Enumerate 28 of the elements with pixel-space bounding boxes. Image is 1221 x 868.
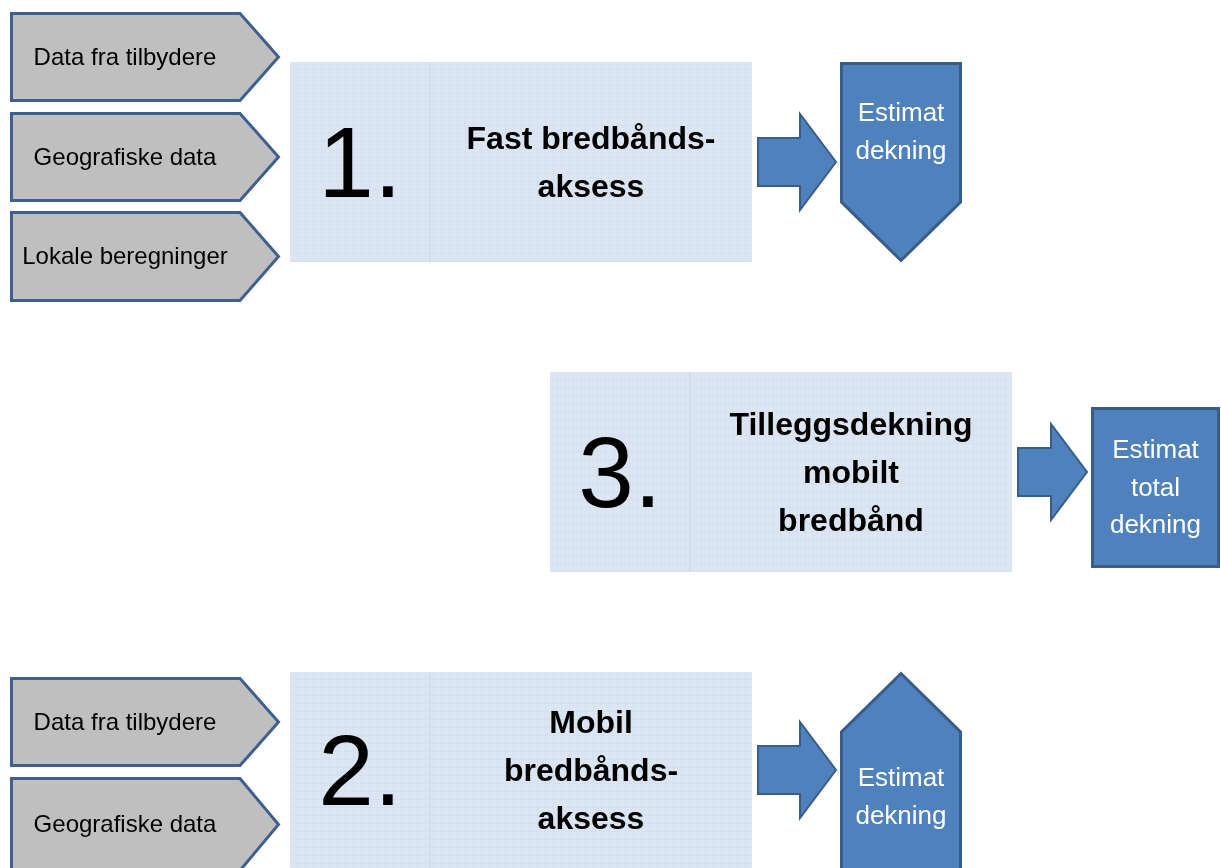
input-tag <box>10 12 280 102</box>
input-tag <box>10 777 280 868</box>
result-pentagon <box>840 672 962 868</box>
input-label: Geografiske data <box>33 809 217 840</box>
input-label: Data fra tilbydere <box>33 706 217 737</box>
step-number: 1. <box>318 112 402 212</box>
input-tag <box>10 677 280 767</box>
step-title: Tilleggsdekning mobilt bredbånd <box>728 405 974 540</box>
block-arrow <box>757 111 838 213</box>
result-label: Estimat dekning <box>854 96 948 167</box>
input-tag <box>10 211 280 302</box>
result-label: Estimat total dekning <box>1108 432 1203 542</box>
result-pentagon <box>840 62 962 262</box>
block-arrow <box>757 719 838 821</box>
step-title: Fast bredbånds- aksess <box>465 119 717 206</box>
step-panel <box>550 372 1012 572</box>
step-panel <box>290 62 752 262</box>
input-label: Geografiske data <box>33 141 217 172</box>
result-label: Estimat dekning <box>854 761 948 832</box>
input-label: Lokale beregninger <box>22 241 228 272</box>
step-title: Mobil bredbånds- aksess <box>502 703 680 838</box>
step-number: 3. <box>578 422 662 522</box>
step-number: 2. <box>318 720 402 820</box>
block-arrow <box>1017 421 1089 523</box>
input-tag <box>10 112 280 202</box>
step-panel <box>290 672 752 868</box>
result-box <box>1091 407 1220 568</box>
input-label: Data fra tilbydere <box>33 41 217 72</box>
